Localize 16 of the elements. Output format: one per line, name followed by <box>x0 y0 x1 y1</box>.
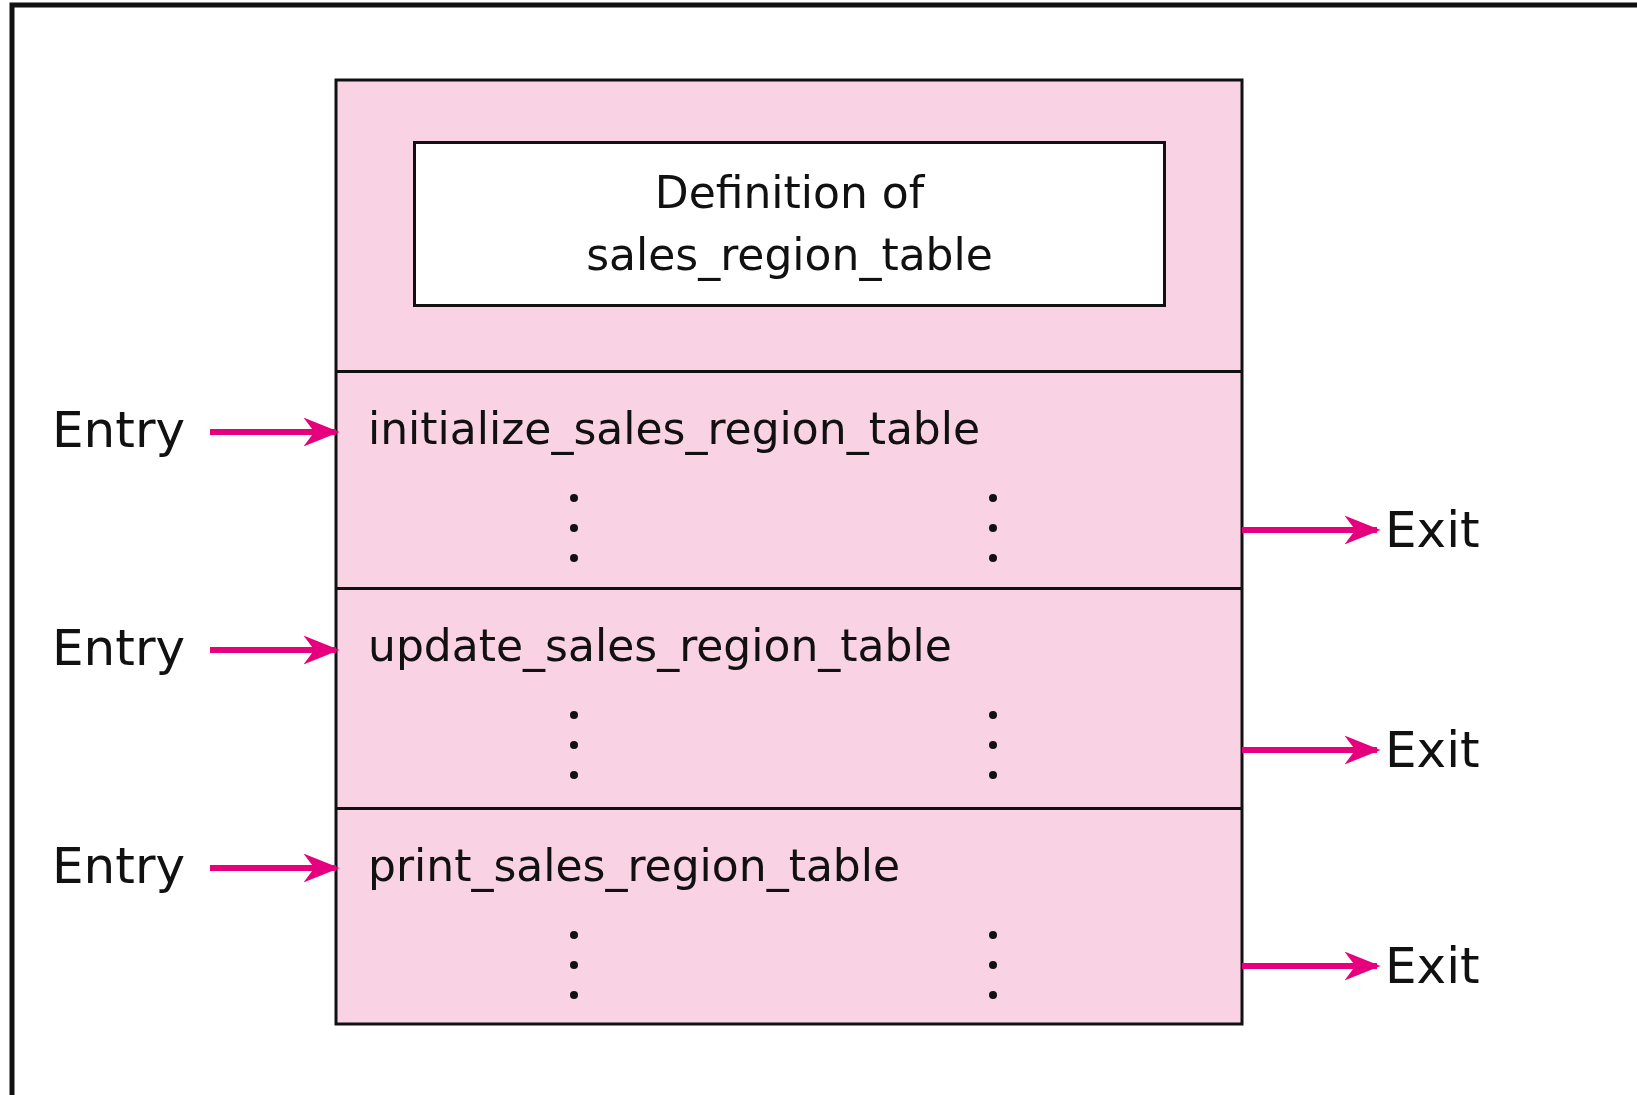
arrow <box>210 417 340 447</box>
arrow <box>210 635 340 665</box>
arrow <box>1242 951 1381 981</box>
arrow <box>1242 515 1381 545</box>
arrow <box>1242 735 1381 765</box>
procedure-name: update_sales_region_table <box>368 620 952 671</box>
procedure-name: initialize_sales_region_table <box>368 403 981 454</box>
entry-exit-label: Exit <box>1385 720 1495 780</box>
entry-exit-label: Entry <box>52 400 202 460</box>
entry-exit-label: Entry <box>52 618 202 678</box>
entry-exit-label: Exit <box>1385 936 1495 996</box>
entry-exit-label: Entry <box>52 836 202 896</box>
entry-exit-label: Exit <box>1385 500 1495 560</box>
arrow <box>210 853 340 883</box>
procedure-name: print_sales_region_table <box>368 840 901 891</box>
definition-box: Definition of sales_region_table <box>413 141 1166 307</box>
